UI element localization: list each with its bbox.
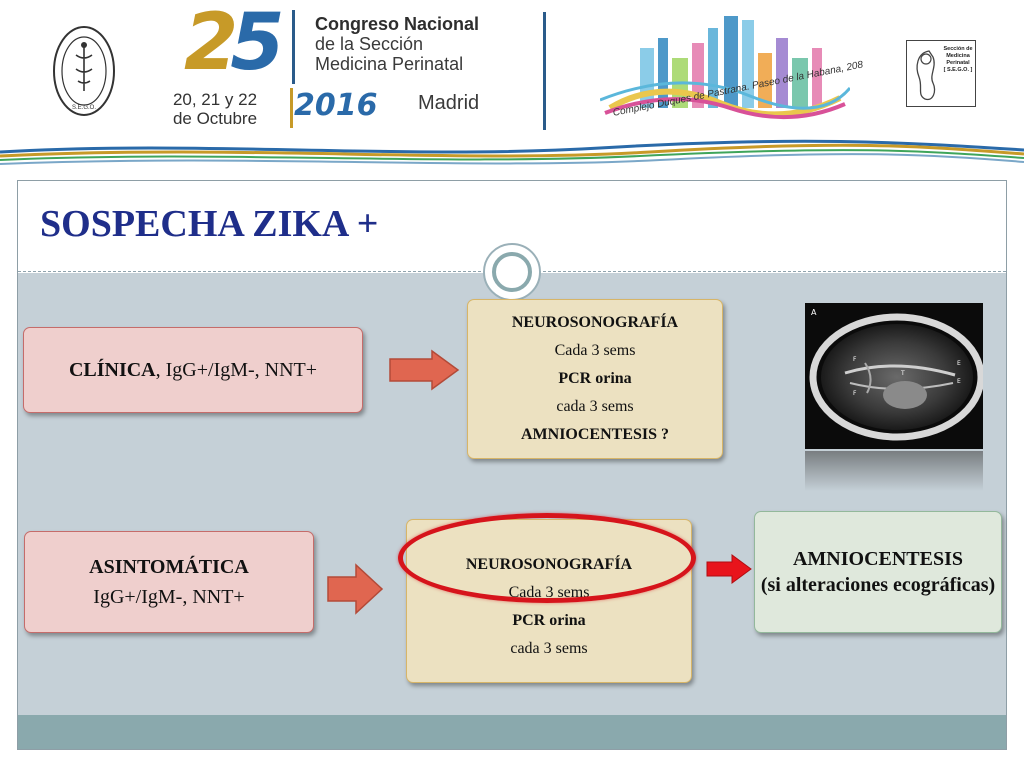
arrow-right-red-icon xyxy=(706,554,752,584)
congress-year: 2016 xyxy=(294,88,378,123)
seccion-logo-text: Sección de Medicina Perinatal [ S.E.G.O.… xyxy=(941,46,975,74)
seal-initials: S.E.G.O. xyxy=(72,105,96,111)
us-label-f2: F xyxy=(853,390,857,397)
ultrasound-reflection xyxy=(805,451,983,491)
seccion-logo-line-2: Medicina xyxy=(946,53,970,59)
asymptomatic-plan-line-1: NEUROSONOGRAFÍA xyxy=(465,556,633,573)
bottom-band xyxy=(18,715,1006,749)
asymptomatic-plan-line-3: PCR orina xyxy=(512,612,586,629)
asymptomatic-box: ASINTOMÁTICA IgG+/IgM-, NNT+ xyxy=(24,531,314,633)
seccion-perinatal-logo: Sección de Medicina Perinatal [ S.E.G.O.… xyxy=(906,40,976,107)
decorative-swoosh xyxy=(0,139,1024,165)
asymptomatic-label: ASINTOMÁTICA xyxy=(89,556,249,578)
asymptomatic-plan-line-4: cada 3 sems xyxy=(510,640,588,657)
decorative-ring xyxy=(483,243,541,301)
us-label-a: A xyxy=(811,308,817,317)
congress-name: Congreso Nacional de la Sección Medicina… xyxy=(315,14,479,74)
clinical-box-text: CLÍNICA, IgG+/IgM-, NNT+ xyxy=(69,359,317,382)
slide-title: SOSPECHA ZIKA + xyxy=(40,203,379,245)
asymptomatic-plan-line-2: Cada 3 sems xyxy=(508,584,590,601)
clinical-label: CLÍNICA xyxy=(68,358,156,381)
us-label-f1: F xyxy=(853,356,857,363)
madrid-skyline-illustration xyxy=(600,16,850,120)
clinical-plan-line-4: cada 3 sems xyxy=(556,398,634,415)
congress-line-1: Congreso Nacional xyxy=(315,14,480,34)
arrow-right-icon xyxy=(327,563,384,615)
ultrasound-scan-graphic: A F F T E E xyxy=(805,303,985,449)
fetus-icon xyxy=(916,50,936,101)
clinical-plan-box: NEUROSONOGRAFÍA Cada 3 sems PCR orina ca… xyxy=(467,299,723,459)
header-divider-right xyxy=(543,12,546,130)
clinical-box: CLÍNICA, IgG+/IgM-, NNT+ xyxy=(23,327,363,413)
anniversary-digit-2: 2 xyxy=(184,0,238,88)
header-divider xyxy=(292,10,295,84)
congress-line-3: Medicina Perinatal xyxy=(315,54,464,74)
dates-line-2: de Octubre xyxy=(172,109,258,128)
congress-city: Madrid xyxy=(418,92,480,114)
clinical-plan-line-2: Cada 3 sems xyxy=(554,342,636,359)
conference-banner: S.E.G.O. 25 20, 21 y 22 de Octubre 2016 … xyxy=(0,0,1024,185)
us-label-e1: E xyxy=(957,360,961,367)
clinical-serology: , IgG+/IgM-, NNT+ xyxy=(155,358,318,381)
arrow-right-icon xyxy=(389,349,460,391)
seccion-logo-line-1: Sección de xyxy=(943,46,973,52)
anniversary-number: 25 xyxy=(184,4,285,82)
clinical-plan-line-3: PCR orina xyxy=(558,370,632,387)
us-label-t: T xyxy=(900,370,905,377)
amniocentesis-label: AMNIOCENTESIS xyxy=(792,548,964,570)
sego-seal-logo: S.E.G.O. xyxy=(53,26,115,116)
slide-panel: SOSPECHA ZIKA + CLÍNICA, IgG+/IgM-, NNT+… xyxy=(17,180,1007,750)
congress-line-2: de la Sección xyxy=(315,34,424,54)
anniversary-digit-5: 5 xyxy=(230,0,284,88)
us-label-e2: E xyxy=(957,378,961,385)
dates-line-1: 20, 21 y 22 xyxy=(172,90,258,109)
amniocentesis-box: AMNIOCENTESIS (si alteraciones ecográfic… xyxy=(754,511,1002,633)
amniocentesis-condition: (si alteraciones ecográficas) xyxy=(760,574,996,596)
ultrasound-image: A F F T E E xyxy=(805,303,985,449)
asymptomatic-serology: IgG+/IgM-, NNT+ xyxy=(93,586,245,608)
congress-dates: 20, 21 y 22 de Octubre xyxy=(160,90,270,128)
seccion-logo-line-3: Perinatal xyxy=(946,60,970,66)
asymptomatic-plan-box: NEUROSONOGRAFÍA Cada 3 sems PCR orina ca… xyxy=(406,519,692,683)
clinical-plan-line-5: AMNIOCENTESIS ? xyxy=(520,426,670,443)
clinical-plan-line-1: NEUROSONOGRAFÍA xyxy=(511,314,679,331)
seccion-logo-line-4: [ S.E.G.O. ] xyxy=(943,67,973,73)
header-divider-gold xyxy=(290,88,293,128)
